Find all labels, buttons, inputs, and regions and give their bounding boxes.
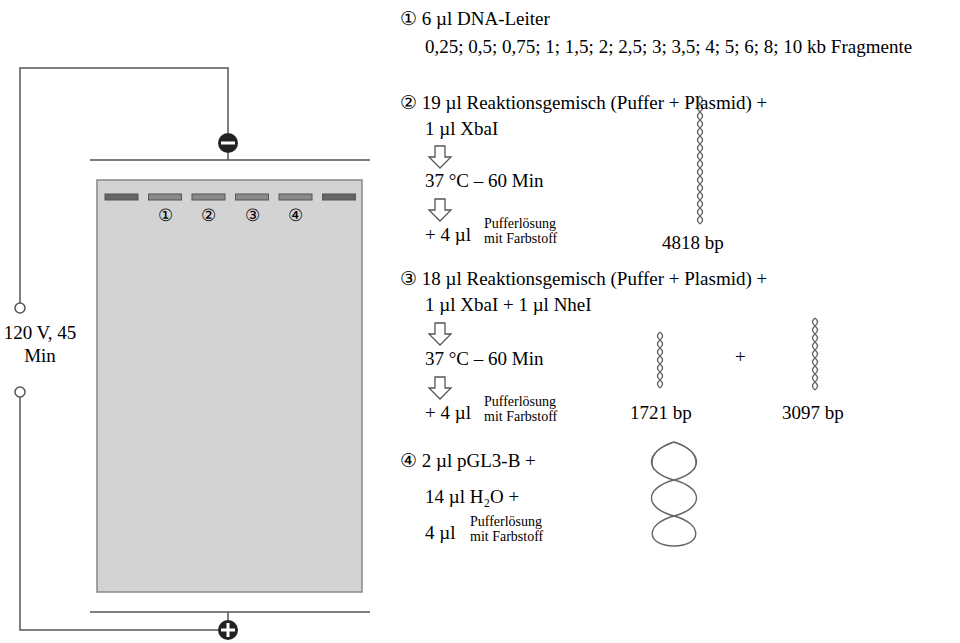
callout-number: ③: [239, 206, 265, 226]
incubation-note: 37 °C – 60 Min: [425, 170, 543, 193]
terminal: [15, 387, 25, 397]
sample-heading: ② 19 µl Reaktionsgemisch (Puffer + Plasm…: [400, 92, 767, 115]
linear-dna: [658, 96, 818, 390]
electrode: [90, 159, 370, 161]
buffer-note: + 4 µl: [425, 224, 471, 247]
sample-heading: ① 6 µl DNA-Leiter: [400, 8, 550, 31]
electrode: [90, 611, 370, 613]
buffer-note: + 4 µl: [425, 402, 471, 425]
plus-electrode-symbol: [218, 620, 238, 640]
sample-heading: ③ 18 µl Reaktionsgemisch (Puffer + Plasm…: [400, 268, 767, 291]
buffer-note: 4 µl: [425, 522, 455, 545]
minus-electrode-symbol: [218, 133, 238, 153]
voltage-label: 120 V, 45 Min: [0, 322, 80, 368]
size-label: 3097 bp: [782, 402, 844, 425]
size-label: 1721 bp: [630, 402, 692, 425]
buffer-note: Pufferlösung mit Farbstoff: [484, 217, 576, 246]
enzyme-note: 1 µl XbaI: [425, 118, 498, 141]
supercoiled-plasmid: [652, 442, 697, 546]
buffer-note: Pufferlösung mit Farbstoff: [484, 395, 576, 424]
sample-heading: ④ 2 µl pGL3-B +: [400, 450, 536, 473]
ladder-sizes: 0,25; 0,5; 0,75; 1; 1,5; 2; 2,5; 3; 3,5;…: [425, 36, 945, 59]
size-label: 4818 bp: [662, 232, 724, 255]
gel: [97, 180, 362, 592]
volume-note: 14 µl H₂O +: [425, 486, 519, 509]
incubation-note: 37 °C – 60 Min: [425, 348, 543, 371]
callout-number: ①: [152, 206, 178, 226]
callout-number: ②: [195, 206, 221, 226]
terminal: [15, 303, 25, 313]
plus-sign: +: [735, 346, 746, 369]
wells: [105, 194, 356, 200]
enzyme-note: 1 µl XbaI + 1 µl NheI: [425, 294, 592, 317]
callout-number: ④: [282, 206, 308, 226]
buffer-note: Pufferlösung mit Farbstoff: [470, 515, 562, 544]
